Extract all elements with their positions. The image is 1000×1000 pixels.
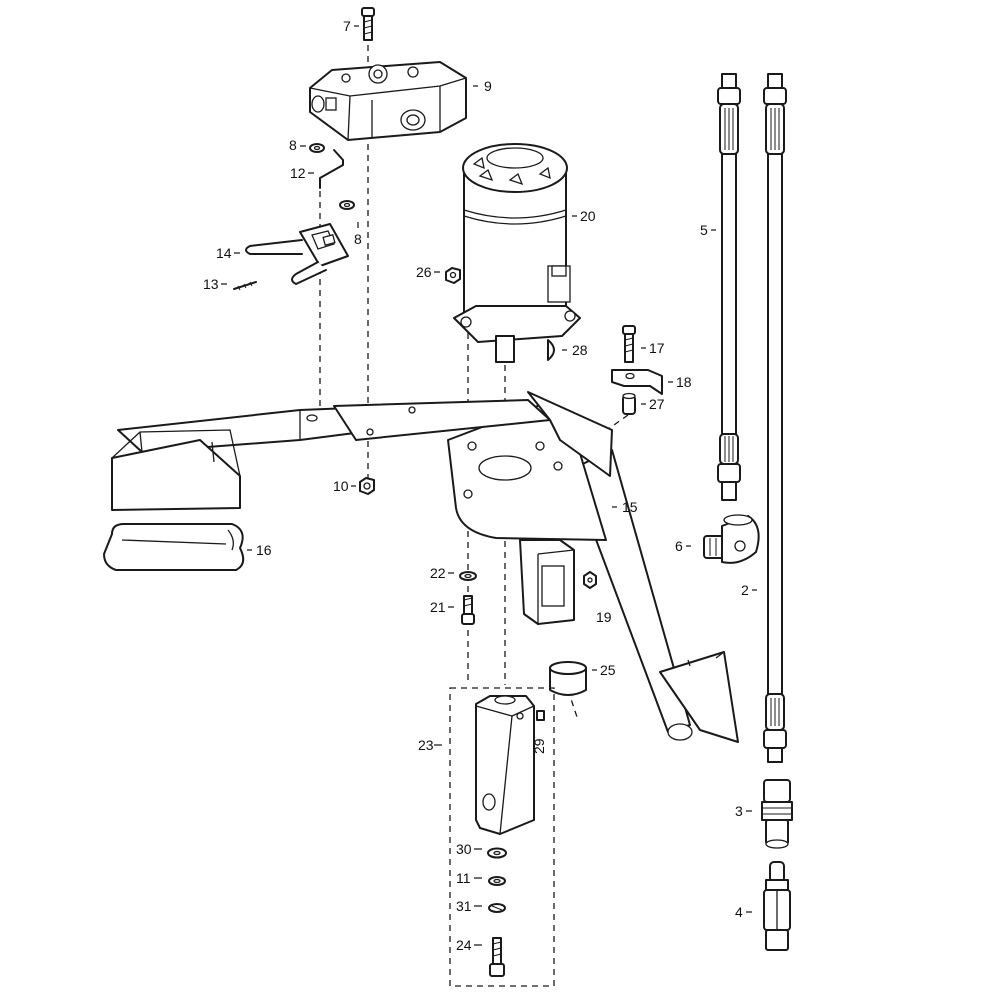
svg-text:5: 5 [700,222,708,238]
callout-13: 13 [203,276,227,292]
svg-text:21: 21 [430,599,446,615]
svg-text:12: 12 [290,165,306,181]
callouts: 7 9 8 12 8 14 13 20 [203,18,757,953]
callout-5: 5 [700,222,716,238]
motor-20 [453,143,581,363]
bolt-21 [461,595,475,625]
callout-14: 14 [216,245,240,261]
svg-text:3: 3 [735,803,743,819]
svg-text:2: 2 [741,582,749,598]
set-screw-29 [536,710,545,721]
callout-25: 25 [592,662,616,678]
callout-4: 4 [735,904,752,920]
svg-text:14: 14 [216,245,232,261]
svg-text:16: 16 [256,542,272,558]
hose-2 [763,73,787,763]
svg-text:4: 4 [735,904,743,920]
callout-24: 24 [456,937,482,953]
bracket-18 [611,369,663,395]
svg-text:23: 23 [418,737,434,753]
svg-text:8: 8 [289,137,297,153]
kit-boundary-box [449,687,555,987]
callout-12: 12 [290,165,314,181]
svg-text:25: 25 [600,662,616,678]
callout-8-upper: 8 [289,137,306,153]
coupler-male-4 [763,861,791,951]
key-28 [547,339,555,361]
callout-22: 22 [430,565,454,581]
callout-16: 16 [247,542,272,558]
callout-15: 15 [612,499,638,515]
callout-29: 29 [531,738,547,754]
svg-text:18: 18 [676,374,692,390]
svg-text:24: 24 [456,937,472,953]
callout-9: 9 [473,78,492,94]
svg-text:10: 10 [333,478,349,494]
bolt-7 [361,7,375,41]
svg-text:20: 20 [580,208,596,224]
callout-27: 27 [641,396,665,412]
lock-washer-31 [488,903,506,913]
svg-text:30: 30 [456,841,472,857]
svg-text:26: 26 [416,264,432,280]
svg-text:29: 29 [531,738,547,754]
callout-20: 20 [572,208,596,224]
svg-text:6: 6 [675,538,683,554]
lock-washer-19 [583,571,597,589]
socket-23 [475,695,535,835]
callout-3: 3 [735,803,752,819]
callout-26: 26 [416,264,440,280]
bolt-24 [489,937,505,977]
grip-16 [103,523,245,571]
callout-2: 2 [741,582,757,598]
callout-10: 10 [333,478,356,494]
svg-text:8: 8 [354,231,362,247]
callout-7: 7 [343,18,359,34]
callout-19: 19 [596,609,612,625]
callout-28: 28 [562,342,588,358]
callout-21: 21 [430,599,454,615]
svg-text:15: 15 [622,499,638,515]
handle-bracket-14 [245,223,349,285]
bolt-17 [622,325,636,363]
svg-text:28: 28 [572,342,588,358]
hose-5 [717,73,741,501]
frame-assembly-15 [111,391,739,743]
svg-text:11: 11 [456,870,471,886]
washer-8-lower [339,200,355,210]
callout-8-lower: 8 [354,222,362,247]
callout-17: 17 [641,340,665,356]
nut-10 [359,477,375,495]
callout-11: 11 [456,870,482,886]
svg-text:31: 31 [456,898,472,914]
washer-11 [488,876,506,886]
nut-26 [445,267,461,284]
valve-block-9 [309,61,467,141]
linkage-rod-12 [319,149,344,189]
washer-8-upper [309,143,325,153]
callout-30: 30 [456,841,482,857]
pin-13 [233,281,257,291]
coupler-female-3 [761,779,793,849]
washer-22 [459,571,477,581]
svg-text:19: 19 [596,609,612,625]
elbow-fitting-6 [703,514,760,564]
bushing-25 [549,661,587,696]
svg-text:22: 22 [430,565,446,581]
svg-text:17: 17 [649,340,665,356]
washer-30 [487,847,507,859]
spacer-27 [622,392,636,415]
svg-text:9: 9 [484,78,492,94]
callout-31: 31 [456,898,482,914]
callout-18: 18 [668,374,692,390]
svg-text:13: 13 [203,276,219,292]
callout-23: 23 [418,737,442,753]
svg-text:27: 27 [649,396,665,412]
svg-text:7: 7 [343,18,351,34]
callout-6: 6 [675,538,691,554]
